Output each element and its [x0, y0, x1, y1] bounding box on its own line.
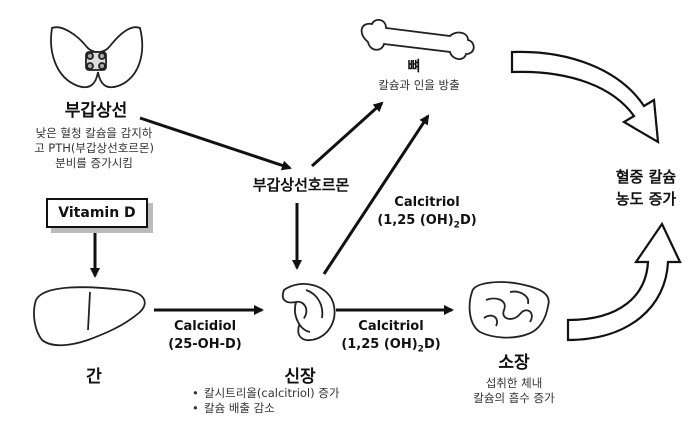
calcitriol-name: Calcitriol [358, 319, 424, 334]
parathyroid-desc-line: 낮은 혈청 칼슘을 감지하 [35, 126, 153, 140]
calcitriol-intestine-label: Calcitriol (1,25 (OH)2D) [336, 318, 446, 359]
result-line: 혈중 칼슘 [615, 168, 677, 186]
result-label: 혈중 칼슘 농도 증가 [596, 166, 696, 210]
parathyroid-icon [50, 26, 144, 89]
calcitriol-name: Calcitriol [394, 195, 460, 210]
parathyroid-description: 낮은 혈청 칼슘을 감지하 고 PTH(부갑상선호르몬) 분비를 증가시킴 [4, 126, 184, 171]
arrow-kidney-to-bone [322, 114, 430, 275]
calcitriol-formula: (1,25 (OH)2D) [377, 213, 477, 231]
intestine-description: 섭취한 체내 칼슘의 흡수 증가 [452, 376, 576, 406]
calcidiol-formula: (25-OH-D) [168, 337, 242, 352]
small-intestine-icon [468, 281, 550, 339]
intestine-desc-line: 칼슘의 흡수 증가 [473, 391, 555, 405]
intestine-desc-line: 섭취한 체내 [485, 376, 543, 390]
parathyroid-desc-line: 분비를 증가시킴 [55, 156, 133, 170]
parathyroid-desc-line: 고 PTH(부갑상선호르몬) [34, 141, 154, 155]
bone-title: 뼈 [407, 59, 421, 75]
liver-title: 간 [86, 367, 102, 387]
arrow-parathyroid-to-hormone [139, 116, 292, 171]
arrow-bone-to-result [510, 50, 660, 145]
liver-icon [33, 286, 146, 347]
vitamin-d-label: Vitamin D [58, 205, 136, 221]
kidney-effect-item: 칼시트리올(calcitriol) 증가 [192, 386, 434, 401]
kidney-icon [281, 283, 336, 341]
calcitriol-bone-label: Calcitriol (1,25 (OH)2D) [372, 194, 482, 235]
kidney-title: 신장 [284, 367, 316, 387]
parathyroid-title: 부갑상선 [64, 101, 128, 121]
calcitriol-formula: (1,25 (OH)2D) [341, 337, 441, 355]
arrow-hormone-to-bone [310, 101, 384, 168]
arrow-intestine-to-result [566, 221, 682, 342]
calcidiol-label: Calcidiol (25-OH-D) [150, 318, 260, 354]
bone-icon [360, 19, 475, 60]
intestine-title: 소장 [498, 353, 530, 373]
result-line: 농도 증가 [615, 190, 677, 208]
hormone-label: 부갑상선호르몬 [252, 176, 350, 194]
bone-description: 칼슘과 인을 방출 [378, 78, 460, 92]
kidney-effect-item: 칼슘 배출 감소 [192, 401, 434, 416]
kidney-effects-list: 칼시트리올(calcitriol) 증가 칼슘 배출 감소 [190, 386, 434, 416]
calcidiol-name: Calcidiol [173, 319, 237, 334]
vitamin-d-box: Vitamin D [46, 198, 148, 228]
